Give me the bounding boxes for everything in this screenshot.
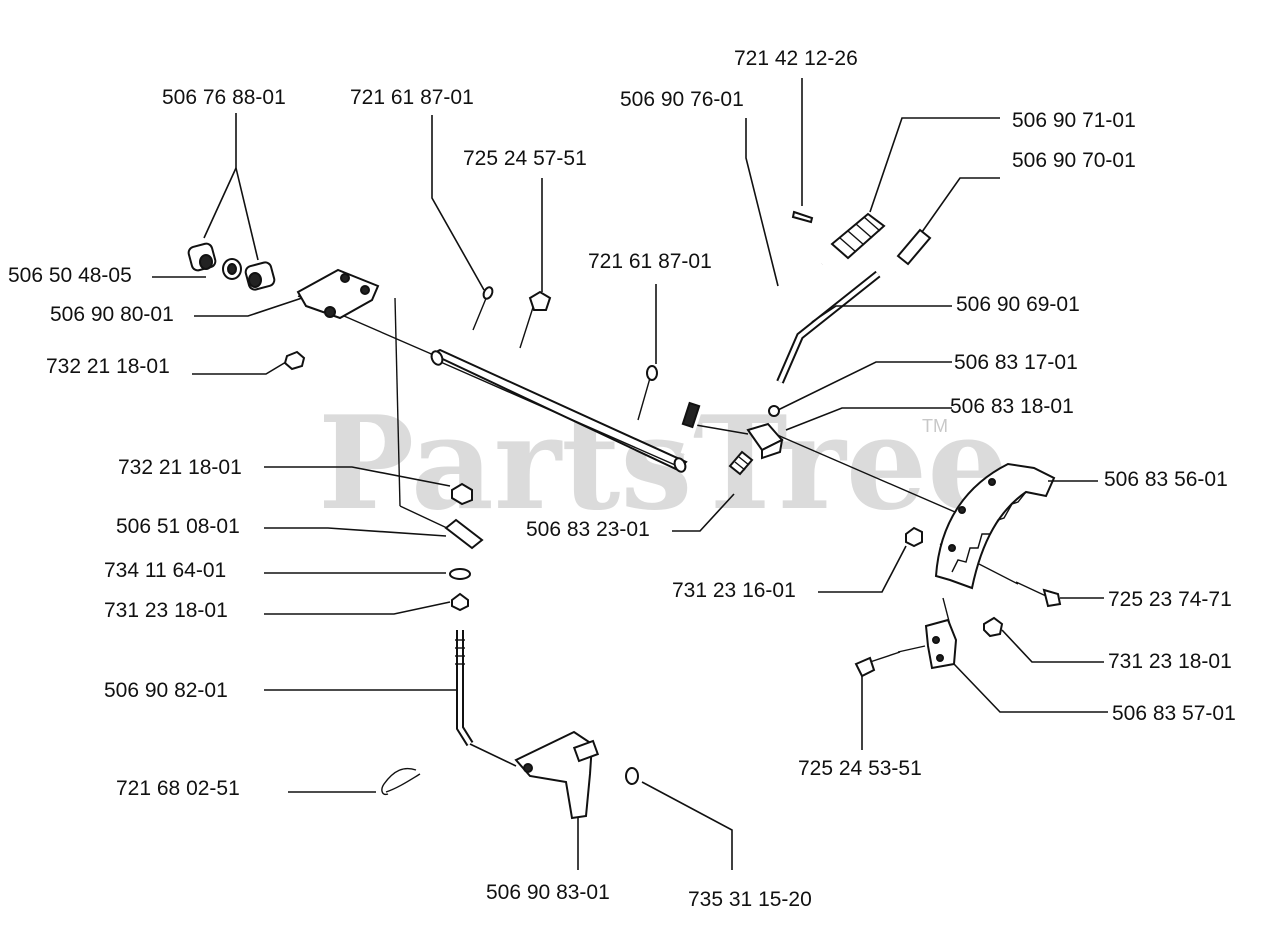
small-pin <box>791 210 814 224</box>
label-506-90-70-01: 506 90 70-01 <box>1012 149 1136 172</box>
nut-stack-top <box>451 482 473 506</box>
lower-arm <box>514 730 600 820</box>
label-506-90-80-01: 506 90 80-01 <box>50 303 174 326</box>
label-506-90-83-01: 506 90 83-01 <box>486 881 610 904</box>
label-731-23-18-01-right: 731 23 18-01 <box>1108 650 1232 673</box>
label-725-24-57-51: 725 24 57-51 <box>463 147 587 170</box>
label-506-50-48-05: 506 50 48-05 <box>8 264 132 287</box>
nut-right <box>983 616 1004 638</box>
bent-lever <box>680 261 825 456</box>
detent-rod <box>776 228 932 384</box>
grip-handle <box>830 212 886 260</box>
label-506-90-82-01: 506 90 82-01 <box>104 679 228 702</box>
label-506-90-69-01: 506 90 69-01 <box>956 293 1080 316</box>
label-506-76-88-01: 506 76 88-01 <box>162 86 286 109</box>
label-731-23-18-01-stack: 731 23 18-01 <box>104 599 228 622</box>
bolt-segment <box>1015 581 1062 608</box>
leader-lines <box>152 78 1108 870</box>
label-732-21-18-01-left: 732 21 18-01 <box>46 355 170 378</box>
nut-left <box>283 350 306 371</box>
shaft-pins <box>472 286 658 421</box>
ball <box>768 405 780 417</box>
spring-clip <box>381 767 421 796</box>
nut-segment <box>905 526 923 548</box>
label-506-90-71-01: 506 90 71-01 <box>1012 109 1136 132</box>
nut-stack-bottom <box>451 592 469 612</box>
washer-stack <box>449 568 471 580</box>
watermark-trademark: TM <box>922 416 948 436</box>
label-734-11-64-01: 734 11 64-01 <box>104 559 226 582</box>
spring <box>728 450 754 476</box>
label-506-83-57-01: 506 83 57-01 <box>1112 702 1236 725</box>
clevis-pin <box>444 518 484 550</box>
label-721-68-02-51: 721 68 02-51 <box>116 777 240 800</box>
part-labels: 506 76 88-01 721 61 87-01 725 24 57-51 5… <box>8 47 1236 911</box>
label-731-23-16-01: 731 23 16-01 <box>672 579 796 602</box>
part-shapes <box>187 210 1062 820</box>
label-735-31-15-20: 735 31 15-20 <box>688 888 812 911</box>
lock-washer <box>625 767 639 785</box>
bushing-group <box>187 242 276 291</box>
detent-block <box>746 422 784 460</box>
label-725-24-53-51: 725 24 53-51 <box>798 757 922 780</box>
main-shaft <box>429 348 688 473</box>
threaded-rod <box>455 630 474 747</box>
label-721-61-87-01-mid: 721 61 87-01 <box>588 250 712 273</box>
label-725-23-74-71: 725 23 74-71 <box>1108 588 1232 611</box>
mount-block <box>924 618 958 670</box>
label-506-51-08-01: 506 51 08-01 <box>116 515 240 538</box>
bolt-mount <box>854 651 901 678</box>
label-506-83-18-01: 506 83 18-01 <box>950 395 1074 418</box>
label-506-83-23-01: 506 83 23-01 <box>526 518 650 541</box>
label-732-21-18-01-stack: 732 21 18-01 <box>118 456 242 479</box>
label-506-83-17-01: 506 83 17-01 <box>954 351 1078 374</box>
label-506-90-76-01: 506 90 76-01 <box>620 88 744 111</box>
label-721-42-12-26: 721 42 12-26 <box>734 47 858 70</box>
label-721-61-87-01-top: 721 61 87-01 <box>350 86 474 109</box>
pivot-bracket <box>296 268 380 320</box>
notched-segment <box>934 462 1056 590</box>
label-506-83-56-01: 506 83 56-01 <box>1104 468 1228 491</box>
